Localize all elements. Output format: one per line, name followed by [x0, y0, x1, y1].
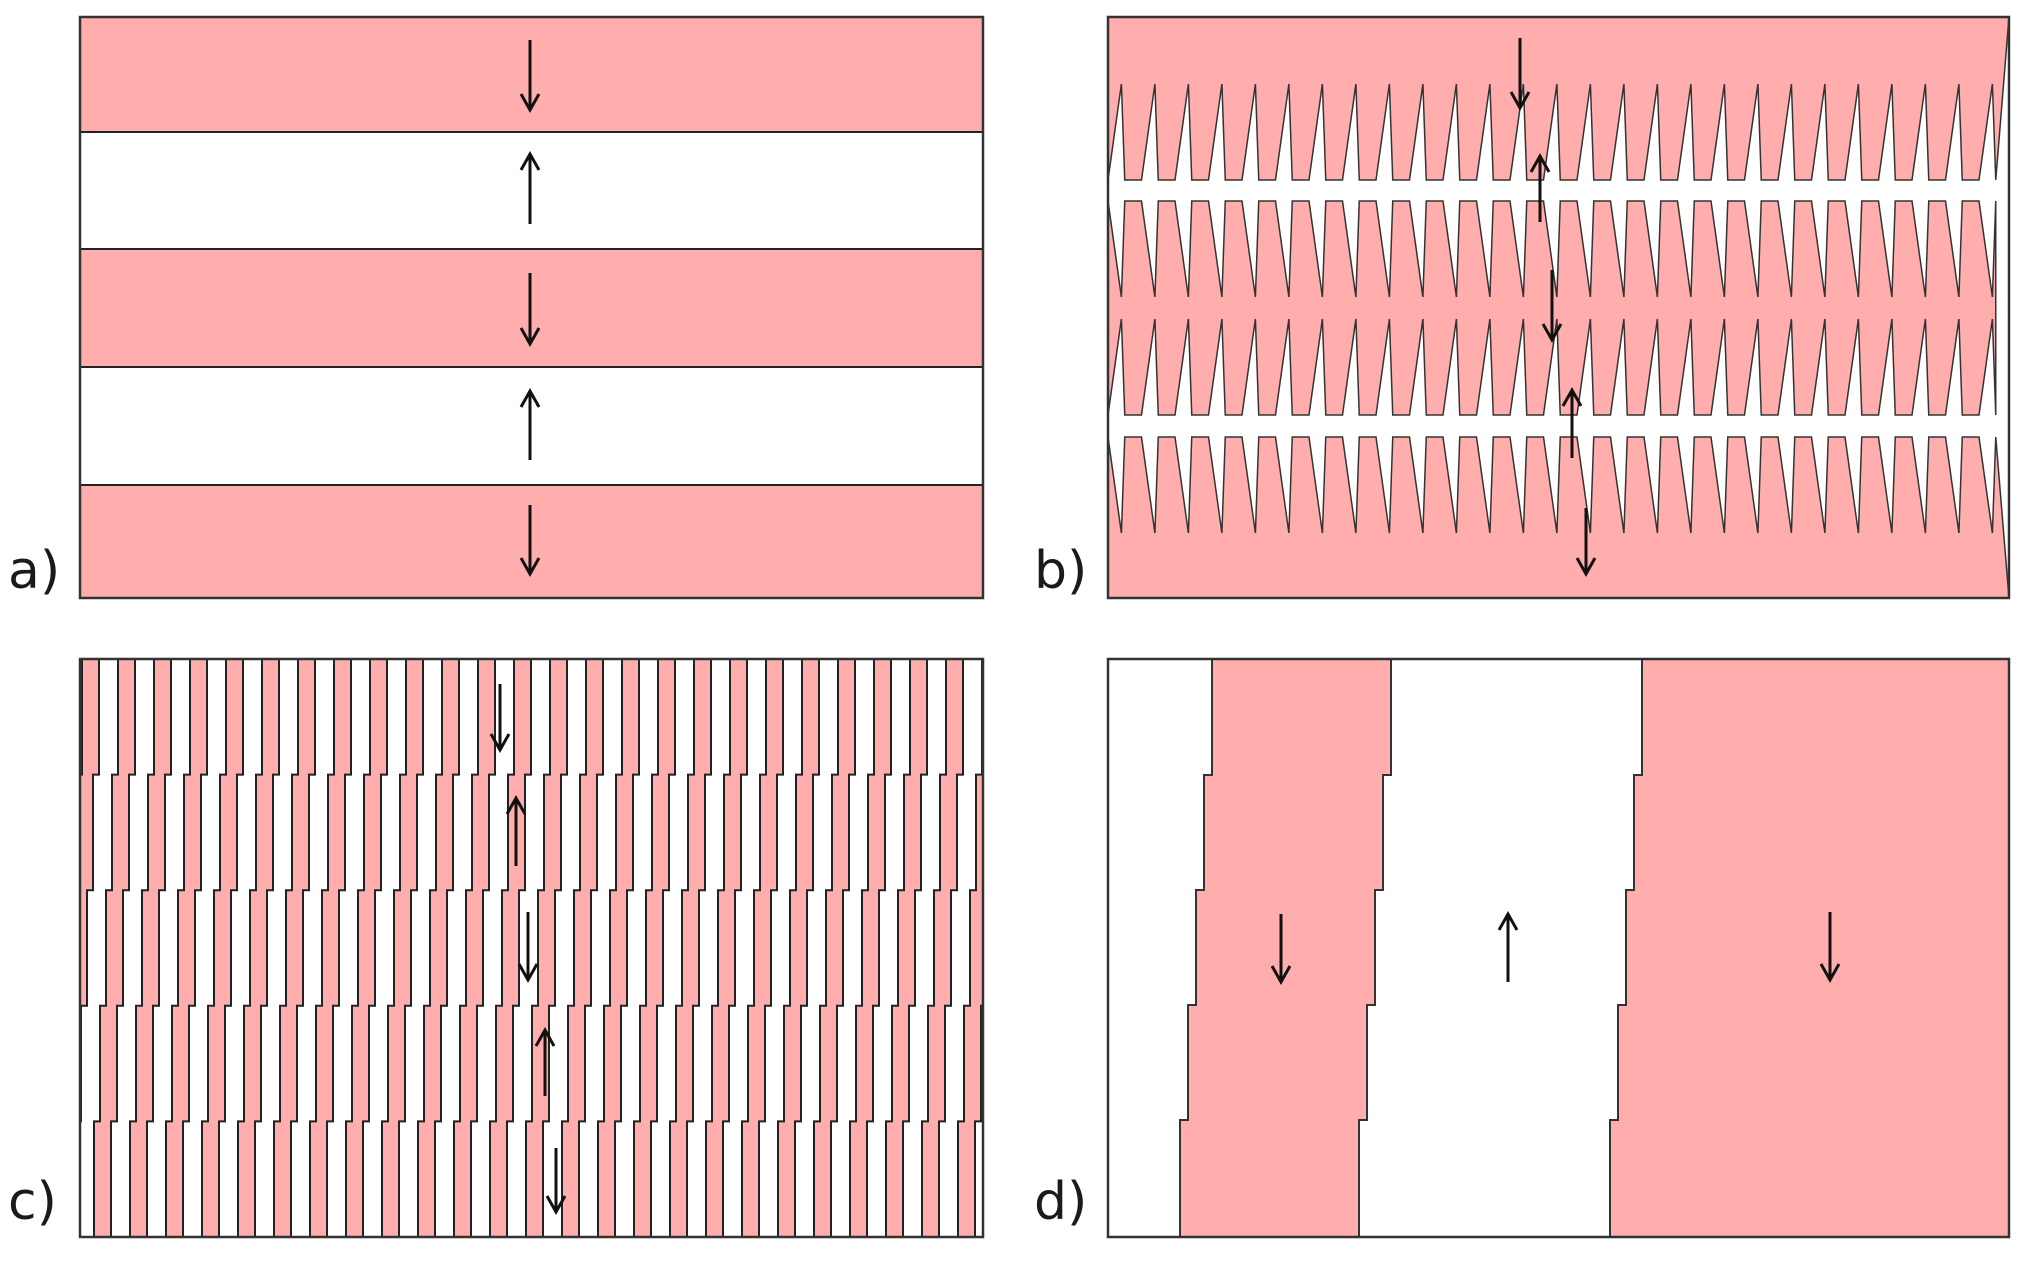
arrow-head: [1497, 910, 1519, 931]
arrow-head: [1529, 152, 1551, 173]
domain-c-pink-stripe: [705, 659, 748, 1237]
domain-c-pink-stripe: [273, 659, 316, 1237]
domain-c-pink-stripe: [453, 659, 496, 1237]
domain-c-pink-stripe: [921, 659, 964, 1237]
arrow-head: [519, 93, 541, 114]
arrow-head: [545, 1195, 567, 1216]
panel-label-c: c): [8, 1172, 57, 1232]
domain-c-pink-stripe: [885, 659, 928, 1237]
arrow-head: [534, 1026, 556, 1047]
domain-c-pink-stripe: [633, 659, 676, 1237]
domain-d-1: [1179, 658, 1392, 1238]
arrow-head: [519, 327, 541, 348]
panel-label-b: b): [1034, 541, 1088, 601]
domain-c-pink-stripe: [129, 659, 172, 1237]
domain-c-pink-stripe: [669, 659, 712, 1237]
frame-a: [78, 15, 985, 600]
domain-c-pink-stripe: [1066, 659, 1107, 1237]
arrow-head: [1270, 965, 1292, 986]
domain-b-pink-band: [1107, 436, 2010, 599]
domain-c-pink-stripe: [813, 659, 856, 1237]
domain-c-pink-stripe: [597, 659, 640, 1237]
arrow-head: [1819, 963, 1841, 984]
domain-c-pink-stripe: [80, 659, 100, 1123]
arrow-head: [519, 557, 541, 578]
domain-c-pink-stripe: [381, 659, 424, 1237]
panel-label-d: d): [1034, 1172, 1088, 1232]
arrow-head: [1509, 91, 1531, 112]
panel-b: [1106, 15, 2011, 600]
domain-c-pink-stripe: [849, 659, 892, 1237]
domain-c-pink-stripe: [345, 659, 388, 1237]
domain-c-pink-stripe: [777, 659, 820, 1237]
arrow-head: [1575, 557, 1597, 578]
panel-d: [1106, 657, 2011, 1239]
domain-c-pink-stripe: [525, 659, 568, 1237]
panel-a: [78, 15, 985, 600]
domain-c-pink-stripe: [994, 659, 1035, 1237]
arrow-head: [1561, 386, 1583, 407]
frame-d: [1106, 657, 2011, 1239]
frame-b: [1106, 15, 2011, 600]
domain-c-pink-stripe: [22, 659, 63, 1237]
domain-c-pink-stripe: [237, 659, 280, 1237]
domain-c-pink-stripe: [417, 659, 460, 1237]
domain-c-pink-stripe: [561, 659, 604, 1237]
panel-label-a: a): [8, 541, 61, 601]
domain-c-pink-stripe: [0, 659, 27, 1237]
domain-c-pink-stripe: [1030, 659, 1071, 1237]
arrow-head: [1541, 323, 1563, 344]
domain-c-pink-stripe: [957, 659, 983, 1237]
arrow-head: [519, 387, 541, 408]
domain-c-pink-stripe: [93, 659, 136, 1237]
arrow-head: [517, 963, 539, 984]
panel-c: [0, 657, 1107, 1239]
domain-c-pink-stripe: [309, 659, 352, 1237]
domain-c-pink-stripe: [165, 659, 208, 1237]
domain-c-pink-stripe: [201, 659, 244, 1237]
frame-c: [78, 657, 985, 1239]
domain-b-pink-band: [1107, 16, 2010, 181]
arrow-head: [489, 733, 511, 754]
arrow-head: [519, 150, 541, 171]
arrow-head: [505, 794, 527, 815]
domain-c-pink-stripe: [741, 659, 784, 1237]
domain-d-3: [1609, 658, 2010, 1238]
